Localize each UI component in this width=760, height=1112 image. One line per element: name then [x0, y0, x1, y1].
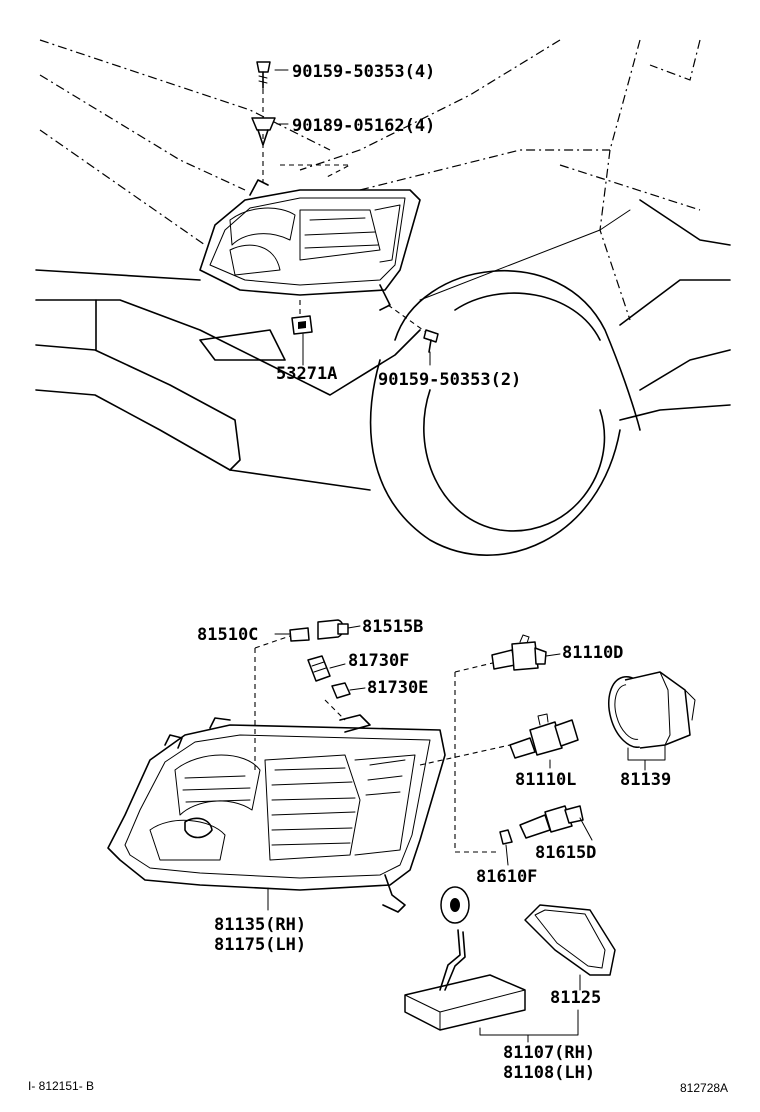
label-81125: 81125	[550, 988, 601, 1008]
label-81107-rh: 81107(RH)	[503, 1043, 595, 1063]
label-bolt-top: 90159-50353(4)	[292, 62, 435, 82]
vehicle-body-outline	[35, 39, 731, 556]
label-81110l: 81110L	[515, 770, 576, 790]
cap-81139-icon	[608, 671, 696, 749]
label-81730e: 81730E	[367, 678, 428, 698]
ballast-81107-icon	[404, 886, 526, 1031]
clip-90189-top-icon	[251, 117, 276, 146]
label-81510c: 81510C	[197, 625, 258, 645]
bulb-81110l-icon	[509, 713, 579, 759]
bolt-90159-side-icon	[423, 329, 439, 353]
label-81110d: 81110D	[562, 643, 623, 663]
bolt-90159-top-icon	[256, 61, 271, 89]
bulb-81510c-icon	[289, 627, 310, 642]
label-81175-lh: 81175(LH)	[214, 935, 306, 955]
label-81610f: 81610F	[476, 867, 537, 887]
label-bracket: 53271A	[276, 364, 337, 384]
headlamp-housing-exploded	[107, 714, 446, 913]
label-bolt-side: 90159-50353(2)	[378, 370, 521, 390]
footer-right-code: 812728A	[680, 1081, 728, 1095]
label-81108-lh: 81108(LH)	[503, 1063, 595, 1083]
cover-81125-icon	[524, 904, 616, 976]
bulb-81730f-icon	[307, 655, 331, 682]
bracket-53271a-icon	[291, 315, 313, 335]
label-81135-rh: 81135(RH)	[214, 915, 306, 935]
label-81515b: 81515B	[362, 617, 423, 637]
bulb-81610f-icon	[499, 829, 513, 845]
bulb-81615d-icon	[519, 805, 584, 839]
footer-left-code: I- 812151- B	[28, 1079, 94, 1093]
socket-81515b-icon	[317, 619, 349, 640]
label-81615d: 81615D	[535, 843, 596, 863]
bulb-81730e-icon	[331, 682, 351, 699]
label-81730f: 81730F	[348, 651, 409, 671]
bulb-81110d-icon	[491, 634, 547, 671]
label-81139: 81139	[620, 770, 671, 790]
label-clip-top: 90189-05162(4)	[292, 116, 435, 136]
